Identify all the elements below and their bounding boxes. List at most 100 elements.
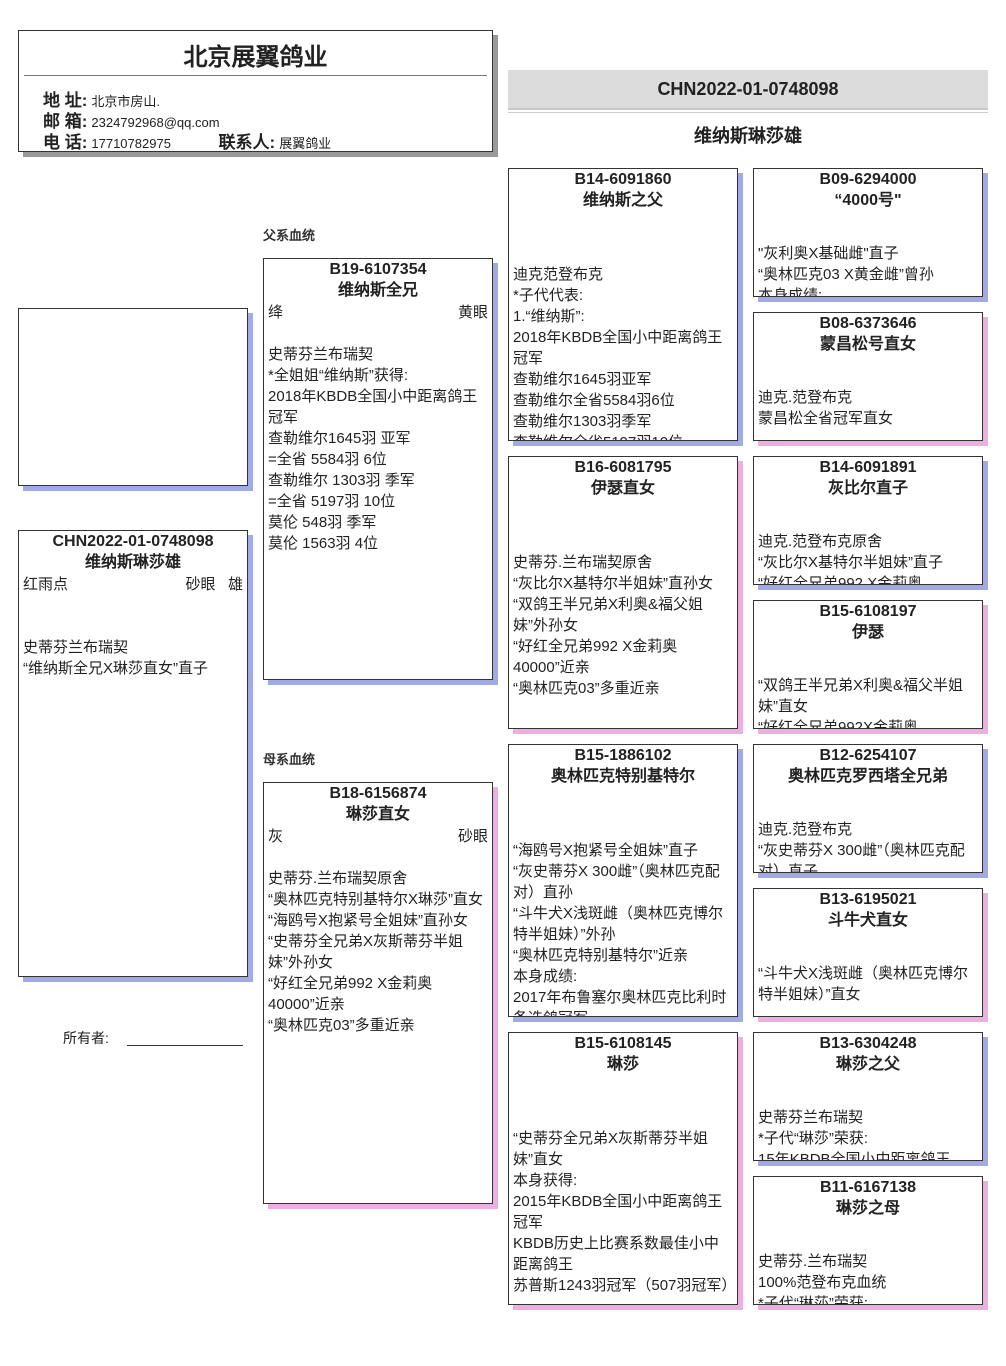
ring-number: B18-6156874 (329, 785, 427, 802)
color: 红雨点 (23, 576, 69, 593)
note-line: “斗牛犬X浅斑雌（奥林匹克博尔特半姐妹）”直女 (758, 965, 969, 1003)
note-line: 史蒂芬兰布瑞契 (268, 346, 374, 363)
note-line: 苏普斯1243羽冠军（507羽冠军） (513, 1277, 737, 1294)
ring-number: B13-6304248 (819, 1035, 917, 1052)
color: 灰 (268, 828, 284, 845)
photo-placeholder (18, 308, 248, 486)
note-line: 史蒂芬.兰布瑞契原舍 (268, 870, 408, 887)
note-line: “史蒂芬全兄弟X灰斯蒂芬半姐妹”直女 (513, 1130, 709, 1168)
note-line: “奥林匹克03 X黄金雌”曾孙 (758, 266, 934, 283)
address-value: 北京市房山. (91, 94, 161, 109)
note-line: *子代代表: (513, 287, 584, 304)
pigeon-name: 琳莎 (606, 1056, 639, 1073)
note-line: 迪克.范登布克 (758, 821, 853, 838)
ring-number: B08-6373646 (819, 315, 917, 332)
eye: 砂眼 (457, 828, 488, 845)
note-line: 查勒维尔全省5197羽10位 (513, 432, 733, 440)
note-line: 本身获得: (513, 1172, 578, 1189)
ring-number: B09-6294000 (819, 171, 917, 188)
note-line: “好红全兄弟992 X金莉奥 (758, 575, 923, 585)
pigeon-name: 蒙昌松号直女 (819, 336, 916, 353)
note-line: 查勒维尔全省5584羽6位 (513, 392, 675, 409)
note-line: 查勒维尔1303羽季军 (513, 413, 652, 430)
note-line: 15年KBDB全国小中距离鸽王 (758, 1151, 951, 1161)
contact-value: 展翼鸽业 (279, 136, 332, 151)
sex: 雄 (227, 576, 243, 593)
note-line: =全省 5584羽 6位 (268, 451, 387, 468)
ancestor-card: B12-6254107 奥林匹克罗西塔全兄弟迪克.范登布克 “灰史蒂芬X 300雌”… (753, 744, 983, 873)
ring-number: B19-6107354 (329, 261, 427, 278)
pigeon-name: 琳莎之父 (835, 1056, 900, 1073)
note-line: 史蒂芬.兰布瑞契原舍 (513, 554, 653, 571)
ring-number: B12-6254107 (819, 747, 917, 764)
note-line: 蒙昌松全省冠军直女 (758, 410, 894, 427)
sire-section-label: 父系血统 (263, 228, 316, 243)
sire-card: B19-6107354 维纳斯全兄 绛黄眼 史蒂芬兰布瑞契*全姐姐“维纳斯”获得… (263, 258, 493, 680)
ancestor-card: B13-6195021 斗牛犬直女 “斗牛犬X浅斑雌（奥林匹克博尔特半姐妹）”直女 (753, 888, 983, 1017)
note-line: "灰利奥X基础雌"直子 (758, 245, 899, 262)
divider (508, 112, 988, 113)
note-line: *子代“琳莎”荣获: (758, 1295, 868, 1305)
pigeon-name: 琳莎之母 (835, 1200, 900, 1217)
subject-card: CHN2022-01-0748098 维纳斯琳莎雄 红雨点砂眼 雄 史蒂芬兰布瑞… (18, 530, 248, 977)
pigeon-name: “4000号" (834, 192, 902, 209)
top-pigeon-name: 维纳斯琳莎雄 (694, 126, 802, 146)
note-line: 本身成绩: (758, 287, 823, 297)
phone-value: 17710782975 (91, 136, 171, 151)
note-line: 1.“维纳斯”: (513, 308, 585, 325)
note-line: “斗牛犬X浅斑雌（奥林匹克博尔特半姐妹）”外孙 (513, 905, 724, 943)
note-line: KBDB历史上比赛系数最佳小中距离鸽王 (513, 1235, 719, 1273)
note-line: “双鸽王半兄弟X利奥&福父半姐妹”直女 (758, 677, 964, 715)
divider (24, 75, 487, 76)
ring-number: B13-6195021 (819, 891, 917, 908)
note-line: 2017年布鲁塞尔奥林匹克比利时备选鸽冠军 (513, 989, 727, 1016)
notes: 史蒂芬兰布瑞契*子代“琳莎”荣获:15年KBDB全国小中距离鸽王 (754, 1107, 982, 1161)
note-line: “灰史蒂芬X 300雌”（奥林匹克配对）直子 (758, 842, 965, 873)
pigeon-name: 斗牛犬直女 (827, 912, 908, 929)
note-line: 史蒂芬.兰布瑞契 (758, 1253, 868, 1270)
note-line: =全省 5197羽 10位 (268, 493, 396, 510)
notes: “史蒂芬全兄弟X灰斯蒂芬半姐妹”直女本身获得: 2015年KBDB全国小中距离鸽王… (509, 1128, 737, 1296)
notes: 史蒂芬.兰布瑞契原舍“灰比尔X基特尔半姐妹”直孙女“双鸽王半兄弟X利奥&福父姐妹… (509, 552, 737, 699)
email-value: 2324792968@qq.com (91, 115, 220, 130)
notes: “海鸥号X抱紧号全姐妹”直子“灰史蒂芬X 300雌”（奥林匹克配对）直孙“斗牛犬… (509, 840, 737, 1016)
note-line: 2015年KBDB全国小中距离鸽王冠军 (513, 1193, 723, 1231)
dam-card: B18-6156874 琳莎直女 灰砂眼 史蒂芬.兰布瑞契原舍“奥林匹克特别基特… (263, 782, 493, 1204)
pigeon-name: 伊瑟 (851, 624, 884, 641)
pigeon-name: 维纳斯之父 (582, 192, 663, 209)
note-line: 莫伦 1563羽 4位 (268, 535, 379, 552)
owner-signature-line[interactable] (127, 1045, 243, 1046)
notes: “斗牛犬X浅斑雌（奥林匹克博尔特半姐妹）”直女 (754, 963, 982, 1005)
pigeon-name: 灰比尔直子 (827, 480, 908, 497)
phone-label: 电 话: (43, 133, 88, 152)
loft-title: 北京展翼鸽业 (183, 44, 328, 71)
note-line: “灰史蒂芬X 300雌”（奥林匹克配对）直孙 (513, 863, 720, 901)
ring-number: B15-6108197 (819, 603, 917, 620)
note-line: 2018年KBDB全国小中距离鸽王冠军 (513, 329, 723, 367)
note-line: “奥林匹克特别基特尔”近亲 (513, 947, 688, 964)
note-line: “好红全兄弟992 X金莉奥40000”近亲 (268, 975, 433, 1013)
pigeon-name: 奥林匹克罗西塔全兄弟 (787, 768, 948, 785)
note-line: 迪克.范登布克原舍 (758, 533, 883, 550)
note-line: *全姐姐“维纳斯”获得: (268, 367, 408, 384)
note-line: “史蒂芬全兄弟X灰斯蒂芬半姐妹”外孙女 (268, 933, 464, 971)
top-ring-banner: CHN2022-01-0748098 (508, 70, 988, 110)
loft-header: 北京展翼鸽业 地 址:北京市房山. 邮 箱:2324792968@qq.com … (18, 30, 493, 152)
ring-number: B15-1886102 (574, 747, 672, 764)
note-line: “奥林匹克03”多重近亲 (513, 680, 660, 697)
notes: 迪克范登布克*子代代表:1.“维纳斯”:2018年KBDB全国小中距离鸽王冠军查… (509, 264, 737, 440)
ring-number: B15-6108145 (574, 1035, 672, 1052)
notes: 史蒂芬兰布瑞契*全姐姐“维纳斯”获得:2018年KBDB全国小中距离鸽王冠军查勒… (264, 344, 492, 554)
email-label: 邮 箱: (43, 112, 88, 131)
notes: 史蒂芬.兰布瑞契原舍“奥林匹克特别基特尔X琳莎”直女“海鸥号X抱紧号全姐妹”直孙… (264, 868, 492, 1036)
note-line: 史蒂芬兰布瑞契 (23, 639, 129, 656)
ring-number: CHN2022-01-0748098 (52, 533, 214, 550)
contact-label: 联系人: (218, 133, 276, 152)
